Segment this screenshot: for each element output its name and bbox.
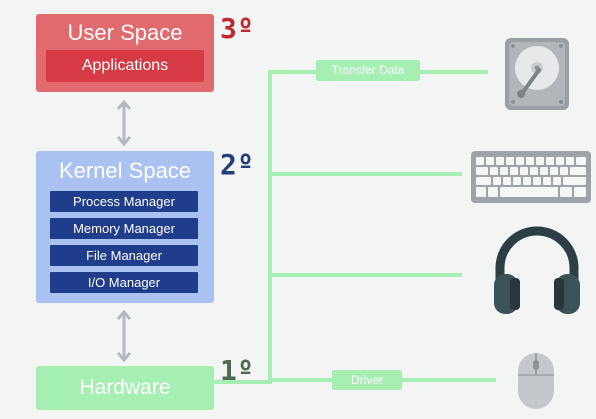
- bus-branch-headphones: [268, 273, 462, 277]
- mouse-icon: [518, 353, 554, 409]
- hard-drive-icon: [505, 38, 569, 110]
- hardware-connector: [214, 380, 270, 384]
- kernel-space-box: Kernel Space Process Manager Memory Mana…: [36, 151, 214, 303]
- user-space-box: User Space Applications: [36, 14, 214, 92]
- user-space-title: User Space: [67, 20, 183, 45]
- transfer-data-label: Transfer Data: [316, 60, 420, 81]
- bus-trunk: [268, 70, 272, 384]
- memory-manager-block: Memory Manager: [50, 218, 198, 239]
- double-arrow-icon: [116, 310, 132, 362]
- bus-branch-keyboard: [268, 172, 462, 176]
- hardware-box: Hardware: [36, 366, 214, 410]
- file-manager-block: File Manager: [50, 245, 198, 266]
- io-manager-block: I/O Manager: [50, 272, 198, 293]
- kernel-space-title: Kernel Space: [58, 158, 192, 183]
- applications-block: Applications: [46, 50, 204, 82]
- keyboard-icon: [471, 151, 591, 203]
- process-manager-block: Process Manager: [50, 191, 198, 212]
- level-3-label: 3º: [220, 12, 254, 45]
- headphones-icon: [494, 226, 580, 314]
- driver-label: Driver: [332, 370, 402, 390]
- level-2-label: 2º: [220, 148, 254, 181]
- double-arrow-icon: [116, 100, 132, 146]
